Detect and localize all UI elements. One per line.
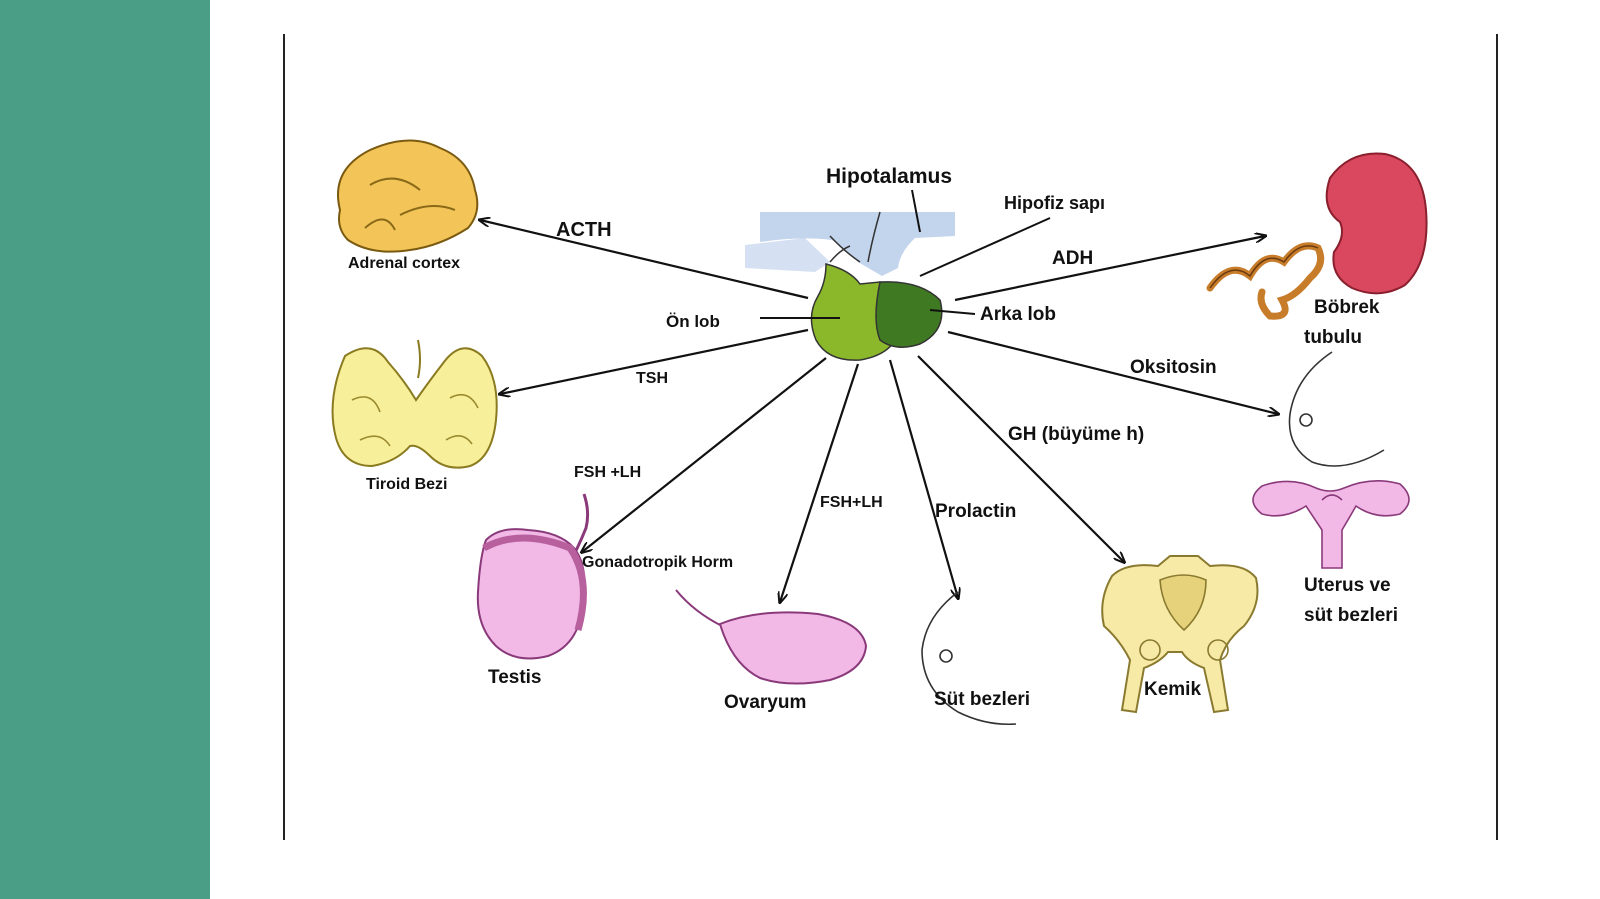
fsh-lh-testis-label: FSH +LH (574, 464, 641, 481)
thyroid-label: Tiroid Bezi (366, 476, 448, 493)
hypothalamus-illustration (745, 211, 955, 276)
frame-left-border (283, 34, 285, 840)
adh-label: ADH (1052, 248, 1093, 269)
prolactin-arrow (888, 359, 958, 598)
stalk-label: Hipofiz sapı (1004, 193, 1105, 213)
anterior-lobe-label: Ön lob (666, 312, 720, 331)
side-band (0, 0, 210, 899)
label-pointers (760, 189, 1051, 319)
tsh-label: TSH (636, 370, 668, 387)
ovary-illustration (675, 589, 868, 685)
diagram-labels: Hipotalamus Hipofiz sapı Ön lob Arka lob… (348, 165, 1398, 713)
ovary-label: Ovaryum (724, 692, 806, 713)
uterus-label-line1: Uterus ve (1304, 575, 1391, 596)
acth-label: ACTH (556, 219, 612, 241)
fsh-lh-ovary-arrow (780, 363, 860, 602)
gonadotropic-label: Gonadotropik Horm (582, 554, 733, 571)
prolactin-label: Prolactin (935, 501, 1016, 522)
gh-label: GH (büyüme h) (1008, 424, 1144, 445)
bone-label: Kemik (1144, 679, 1201, 700)
stalk-pointer (919, 217, 1051, 277)
hypothalamus-label: Hipotalamus (826, 165, 952, 188)
breast-uterus-illustration (1252, 351, 1410, 569)
acth-arrow (480, 220, 809, 300)
kidney-label-line1: Böbrek (1314, 297, 1380, 318)
gh-arrow (917, 355, 1124, 562)
oxytocin-arrow (947, 330, 1278, 414)
testis-label: Testis (488, 667, 542, 688)
frame-right-border (1496, 34, 1498, 840)
adrenal-cortex-illustration (337, 139, 479, 253)
fsh-lh-ovary-label: FSH+LH (820, 494, 883, 511)
pituitary-gland-illustration (810, 245, 943, 361)
tsh-arrow (500, 328, 809, 394)
adrenal-cortex-label: Adrenal cortex (348, 255, 460, 272)
breast-label: Süt bezleri (934, 689, 1030, 710)
uterus-label-line2: süt bezleri (1304, 605, 1398, 626)
testis-illustration (476, 493, 590, 660)
breast-illustration (921, 591, 1017, 726)
hormone-arrows (480, 220, 1278, 602)
oxytocin-label: Oksitosin (1130, 357, 1217, 378)
pelvis-bone-illustration (1101, 555, 1259, 714)
posterior-lobe-pointer (929, 309, 976, 315)
kidney-label-line2: tubulu (1304, 327, 1362, 348)
fsh-lh-testis-arrow (582, 357, 827, 552)
adh-arrow (954, 236, 1265, 302)
kidney-illustration (1206, 152, 1428, 320)
hypothalamus-pointer (911, 189, 921, 233)
posterior-lobe-label: Arka lob (980, 304, 1056, 325)
thyroid-illustration (331, 339, 498, 469)
